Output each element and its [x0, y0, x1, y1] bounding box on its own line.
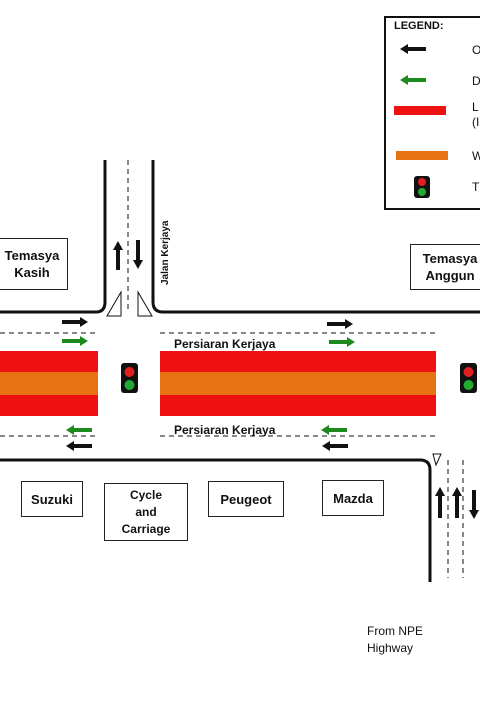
black-arrow-east-icon: [327, 319, 353, 329]
median-orange-east: [160, 372, 436, 395]
legend-red-bar-icon: [394, 106, 446, 115]
legend-panel: LEGEND: O D L (I W T: [384, 16, 480, 210]
black-arrow-east-icon: [62, 317, 88, 327]
road-label-persiaran-kerjaya-south: Persiaran Kerjaya: [174, 423, 276, 437]
black-arrow-west-icon: [322, 441, 348, 451]
black-arrow-north-icon: [113, 241, 123, 270]
road-label-persiaran-kerjaya-north: Persiaran Kerjaya: [174, 337, 276, 351]
traffic-light-icon: [121, 363, 138, 393]
road-curbs: [0, 160, 480, 582]
legend-orange-bar-icon: [396, 151, 448, 160]
legend-label-orange-bar: W: [472, 149, 480, 164]
legend-symbols: [394, 44, 448, 198]
building-suzuki: Suzuki: [21, 481, 83, 517]
building-temasya-anggun: Temasya Anggun: [410, 244, 480, 290]
green-arrow-west-icon: [66, 425, 92, 435]
legend-label-red-bar: L (I: [472, 100, 480, 129]
legend-title: LEGEND:: [394, 20, 444, 32]
legend-label-green-arrow: D: [472, 74, 480, 88]
black-arrow-north-icon: [452, 487, 462, 518]
road-lanes: [0, 351, 436, 416]
black-arrow-south-icon: [469, 490, 479, 519]
black-arrow-west-icon: [66, 441, 92, 451]
from-npe-highway-note: From NPE Highway: [367, 624, 424, 655]
building-cycle-and-carriage: Cycle and Carriage: [104, 483, 188, 541]
building-temasya-kasih: Temasya Kasih: [0, 238, 68, 290]
building-peugeot: Peugeot: [208, 481, 284, 517]
legend-label-black-arrow: O: [472, 43, 480, 58]
legend-traffic-light-icon: [414, 176, 430, 198]
legend-label-traffic-light: T: [472, 180, 480, 194]
black-arrow-south-icon: [133, 240, 143, 269]
traffic-light-icon: [460, 363, 477, 393]
black-arrow-north-icon: [435, 487, 445, 518]
median-orange-west: [0, 372, 98, 395]
green-arrow-west-icon: [321, 425, 347, 435]
crossing-islands: [106, 290, 442, 467]
lane-markings: [0, 160, 464, 578]
green-arrow-east-icon: [329, 337, 355, 347]
building-mazda: Mazda: [322, 480, 384, 516]
legend-black-arrow-icon: [400, 44, 426, 54]
road-label-jalan-kerjaya: Jalan Kerjaya: [160, 220, 171, 286]
legend-green-arrow-icon: [400, 75, 426, 85]
green-arrow-east-icon: [62, 336, 88, 346]
